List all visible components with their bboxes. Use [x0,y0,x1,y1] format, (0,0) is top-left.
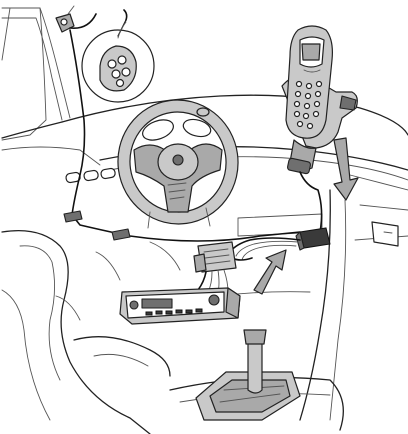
footwell-edge [96,252,120,280]
insertion-arrow-down [334,138,358,200]
left-air-vent [65,168,115,183]
cradle-cable [300,172,322,232]
insertion-arrow-up [254,250,286,294]
interface-box [296,228,330,250]
steering-wheel [110,92,246,231]
wiring-harness-connector [194,242,236,272]
cable-clip [64,211,82,222]
driver-seat [2,231,170,434]
microphone-detail-callout [82,10,154,102]
footwell-edge [150,242,180,270]
mobile-phone [286,26,332,138]
cable-clip [112,229,130,240]
wiring-harness [230,238,300,260]
gear-shift-lever [196,330,300,420]
microphone-icon [100,46,136,91]
car-radio [120,288,240,324]
cable-clips [64,211,130,240]
